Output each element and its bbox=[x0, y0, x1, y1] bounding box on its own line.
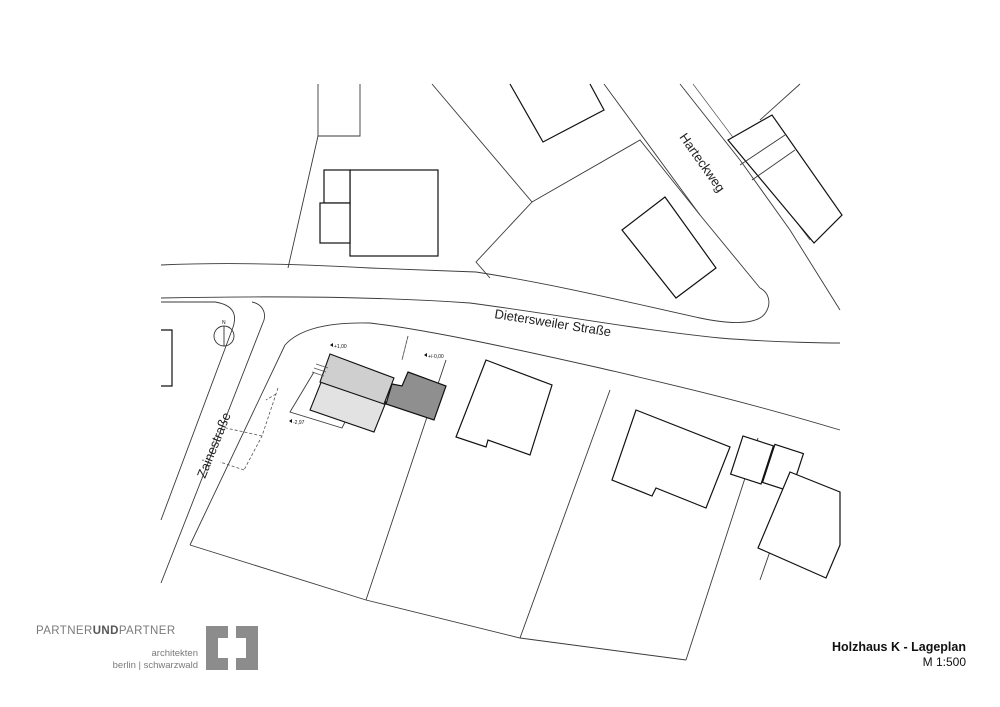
parcel-north-diagonal bbox=[531, 139, 701, 216]
project-building: +1,00 +/-0,00 -2,97 bbox=[219, 335, 447, 471]
parcel-south-boundary bbox=[189, 544, 687, 661]
level-marker-lower-icon bbox=[289, 419, 292, 423]
building-north-west-annex-a bbox=[323, 169, 351, 204]
street-label-zainestrasse: Zainestraße bbox=[194, 410, 234, 480]
parcel-divider-2 bbox=[519, 389, 611, 639]
level-marker-upper-icon bbox=[330, 343, 333, 347]
firm-name-part2: UND bbox=[92, 625, 119, 637]
building-north-east bbox=[621, 196, 717, 299]
firm-name-part3: PARTNER bbox=[118, 625, 176, 637]
north-arrow-label: N bbox=[222, 320, 226, 326]
building-north-west-main bbox=[349, 169, 439, 257]
project-stair bbox=[311, 363, 329, 377]
building-south-3-annex-a bbox=[729, 435, 775, 485]
building-south-2 bbox=[611, 409, 731, 509]
main-road-south-edge bbox=[160, 296, 841, 344]
logo-right-bracket bbox=[236, 626, 258, 670]
building-far-east-upper-divisions bbox=[739, 134, 796, 181]
title-block: Holzhaus K - Lageplan M 1:500 bbox=[832, 640, 966, 669]
firm-name: PARTNERUNDPARTNER bbox=[36, 625, 198, 637]
project-access-path bbox=[219, 387, 279, 471]
north-arrow: N bbox=[213, 320, 235, 347]
street-label-harteckweg: Harteckweg bbox=[677, 130, 729, 195]
parcel-west-edge bbox=[189, 344, 286, 546]
main-road-north-edge bbox=[160, 263, 770, 323]
street-label-dietersweiler: Dietersweiler Straße bbox=[494, 306, 613, 339]
firm-tagline: architekten bbox=[151, 648, 198, 659]
building-far-east-upper bbox=[727, 114, 843, 244]
project-volume-upper bbox=[319, 353, 395, 405]
firm-name-part1: PARTNER bbox=[36, 625, 93, 637]
level-marker-lower: -2,97 bbox=[293, 420, 305, 426]
main-road-property-edge bbox=[284, 322, 841, 431]
side-road-east-edge bbox=[160, 301, 265, 584]
logo-left-bracket bbox=[206, 626, 228, 670]
project-terrace-outline bbox=[289, 371, 347, 429]
level-marker-ground-icon bbox=[424, 353, 427, 357]
firm-block: PARTNERUNDPARTNER architekten berlin | s… bbox=[36, 625, 198, 672]
building-north-centre bbox=[509, 83, 605, 143]
building-south-3 bbox=[757, 471, 841, 579]
firm-locations: berlin | schwarzwald bbox=[112, 660, 198, 671]
project-volume-dark bbox=[385, 371, 447, 421]
level-marker-ground: +/-0,00 bbox=[428, 354, 444, 360]
neighbour-buildings bbox=[161, 83, 843, 579]
firm-logo bbox=[206, 626, 258, 670]
upper-lane-east-edge bbox=[679, 83, 841, 311]
building-south-1 bbox=[455, 359, 553, 456]
parcel-north-middle bbox=[431, 83, 533, 279]
building-west-edge bbox=[161, 329, 173, 387]
level-marker-upper: +1,00 bbox=[334, 344, 347, 350]
drawing-scale: M 1:500 bbox=[922, 655, 966, 669]
drawing-title: Holzhaus K - Lageplan bbox=[831, 640, 966, 654]
project-plot-corner bbox=[401, 335, 409, 361]
parcel-north-west-west-edge bbox=[287, 135, 319, 269]
parcel-far-east-edge bbox=[759, 83, 801, 121]
building-north-west-annex-b bbox=[319, 202, 351, 244]
roads bbox=[160, 83, 841, 584]
parcel-north-west bbox=[317, 84, 361, 137]
